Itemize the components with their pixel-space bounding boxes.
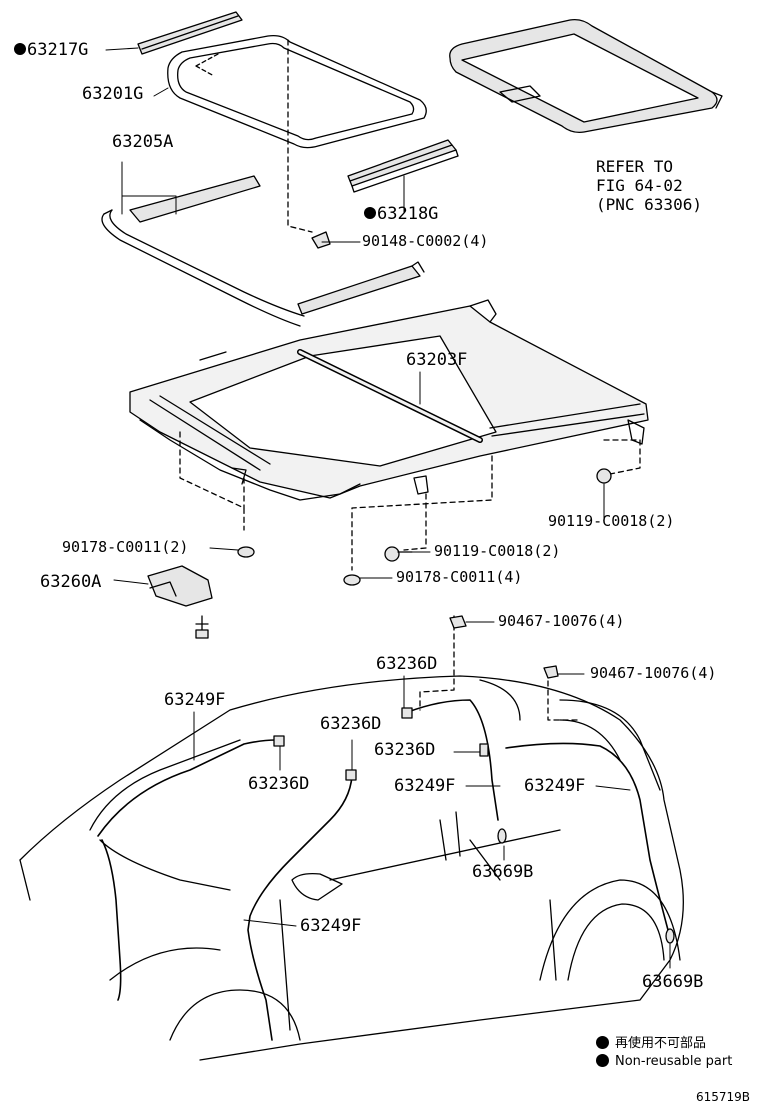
non-reusable-dot-icon (596, 1036, 609, 1049)
label-63249f-b: 63249F (394, 776, 456, 796)
refer-note: REFER TO FIG 64-02 (PNC 63306) (596, 157, 702, 214)
label-90467-b: 90467-10076(4) (590, 664, 717, 682)
figure-number: 615719B (696, 1090, 751, 1104)
label-63249f-c: 63249F (524, 776, 586, 796)
vehicle-body (19, 675, 684, 1061)
label-90467-a: 90467-10076(4) (498, 612, 625, 630)
label-90119-center: 90119-C0018(2) (434, 542, 561, 560)
label-text: 63217G (27, 40, 89, 60)
label-90178-left: 90178-C0011(2) (62, 538, 189, 556)
grommets-63236d (273, 707, 489, 781)
label-63249f-a: 63249F (164, 690, 226, 710)
label-63236d-b: 63236D (320, 714, 382, 734)
legend-japanese: 再使用不可部品 (596, 1032, 706, 1051)
label-63669b-a: 63669B (472, 862, 534, 882)
nut-90119-right (596, 468, 612, 484)
glass-panel-63201g (167, 34, 427, 149)
label-63669b-b: 63669B (642, 972, 704, 992)
label-63217g: 63217G (14, 42, 88, 59)
label-90148: 90148-C0002(4) (362, 232, 489, 250)
non-reusable-dot-icon (364, 207, 376, 219)
label-63236d-a: 63236D (376, 654, 438, 674)
cap-90178-left (237, 546, 255, 558)
drip-channel-63205a (101, 175, 425, 327)
cap-90178-center (343, 574, 361, 586)
refer-line-1: REFER TO (596, 157, 674, 176)
legend-jp-text: 再使用不可部品 (615, 1036, 707, 1051)
legend-english: Non-reusable part (596, 1054, 732, 1069)
label-63201g: 63201G (82, 84, 144, 104)
weatherstrip-63217g (137, 11, 243, 55)
non-reusable-dot-icon (14, 43, 26, 55)
non-reusable-dot-icon (596, 1054, 609, 1067)
sunroof-frame-63203f (129, 299, 649, 501)
label-63236d-d: 63236D (248, 774, 310, 794)
label-text: 63218G (377, 204, 439, 224)
refer-line-3: (PNC 63306) (596, 195, 702, 214)
sunshade-panel (449, 18, 723, 134)
label-90119-right: 90119-C0018(2) (548, 512, 675, 530)
drain-hoses-63249f (97, 699, 669, 1041)
clip-90467-b (543, 665, 559, 679)
bolt-90119-center (384, 546, 413, 562)
label-63205a: 63205A (112, 132, 174, 152)
sunroof-motor-63260a (147, 565, 213, 639)
legend-en-text: Non-reusable part (615, 1054, 733, 1069)
clip-90148 (311, 231, 331, 249)
label-63260a: 63260A (40, 572, 102, 592)
leader-lines (105, 47, 671, 969)
label-90178-center: 90178-C0011(4) (396, 568, 523, 586)
label-63249f-d: 63249F (300, 916, 362, 936)
label-63236d-c: 63236D (374, 740, 436, 760)
weatherstrip-63218g (347, 139, 459, 193)
clip-90467-a (449, 615, 467, 629)
label-63218g: 63218G (364, 206, 438, 223)
drain-valves-63669b (497, 828, 675, 944)
refer-line-2: FIG 64-02 (596, 176, 683, 195)
guide-lines-upper (179, 39, 641, 721)
label-63203f: 63203F (406, 350, 468, 370)
